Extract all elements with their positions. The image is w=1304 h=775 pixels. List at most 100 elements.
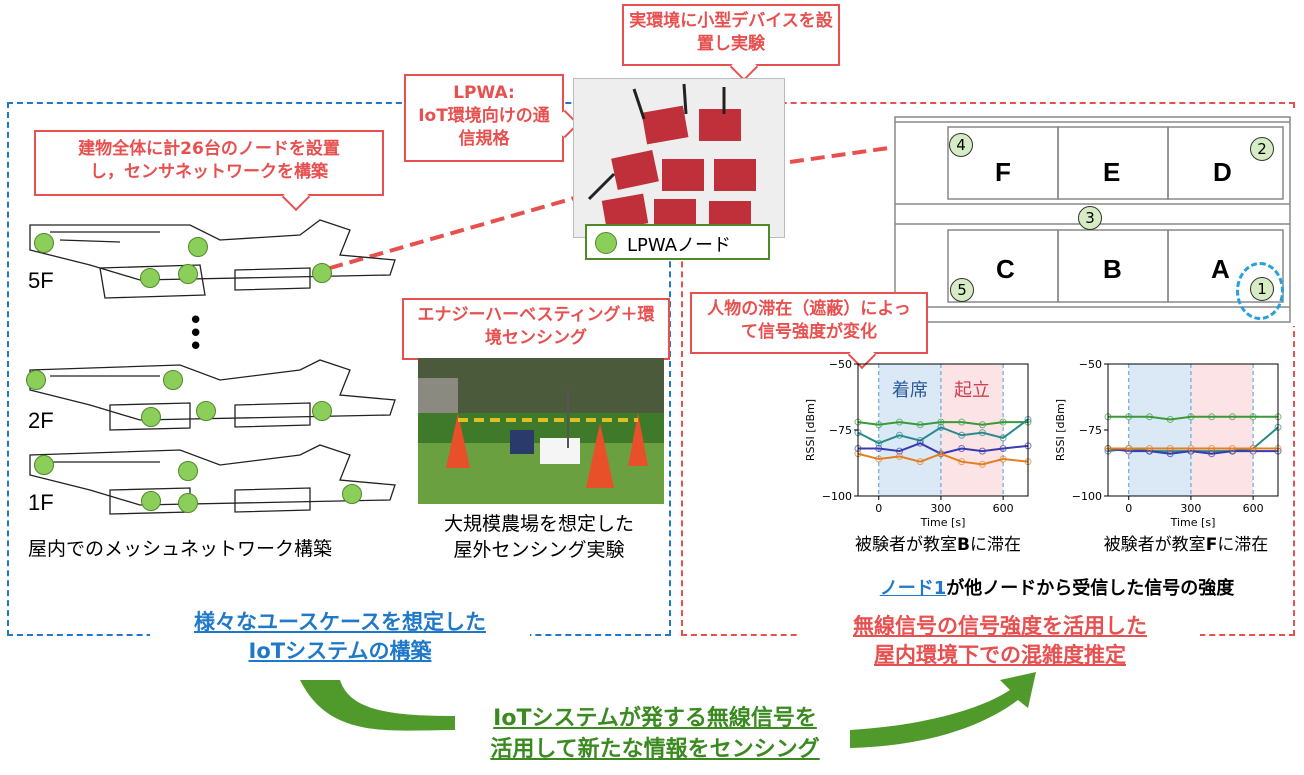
node-dot bbox=[178, 264, 198, 284]
region-band bbox=[940, 364, 1004, 496]
room-a: A bbox=[1211, 254, 1230, 284]
y-tick-label: −75 bbox=[1079, 424, 1102, 437]
floor-label-2f: 2F bbox=[28, 408, 54, 433]
energy-callout: エナジーハーベスティング＋環境センシング bbox=[402, 298, 670, 376]
series-line bbox=[1108, 415, 1278, 421]
data-point bbox=[999, 418, 1007, 426]
data-point bbox=[1145, 444, 1153, 452]
chart-caption-f: 被験者が教室Fに滞在 bbox=[1070, 534, 1302, 557]
x-tick-label: 0 bbox=[875, 502, 882, 515]
node-dot bbox=[342, 484, 362, 504]
data-point bbox=[916, 439, 924, 447]
data-point bbox=[937, 418, 945, 426]
data-point bbox=[1187, 444, 1195, 452]
person-callout: 人物の滞在（遮蔽）によって信号強度が変化 bbox=[690, 292, 928, 370]
device-callout: 実環境に小型デバイスを設置し実験 bbox=[622, 4, 840, 82]
data-point bbox=[895, 431, 903, 439]
data-point bbox=[1145, 413, 1153, 421]
data-point bbox=[978, 460, 986, 468]
data-point bbox=[937, 423, 945, 431]
region-band bbox=[1190, 364, 1254, 496]
chart-caption-f-room: F bbox=[1205, 535, 1218, 555]
node-dot bbox=[178, 493, 198, 513]
series-line bbox=[857, 452, 1029, 466]
room-c: C bbox=[996, 254, 1015, 284]
floor-label-1f: 1F bbox=[28, 490, 54, 515]
data-point bbox=[875, 421, 883, 429]
lpwa-legend: LPWAノード bbox=[585, 224, 770, 260]
node-dot bbox=[312, 263, 332, 283]
data-point bbox=[937, 450, 945, 458]
node-dot bbox=[140, 268, 160, 288]
data-point bbox=[895, 452, 903, 460]
data-point bbox=[978, 429, 986, 437]
usecase-title-line-1: 様々なユースケースを想定した bbox=[194, 610, 486, 634]
node-dot bbox=[196, 401, 216, 421]
data-point bbox=[1166, 450, 1174, 458]
data-point bbox=[958, 431, 966, 439]
data-point bbox=[978, 421, 986, 429]
bottom-title-line-1: IoTシステムが発する無線信号を bbox=[493, 706, 817, 731]
data-point bbox=[958, 444, 966, 452]
node-dot bbox=[188, 237, 208, 257]
data-point bbox=[875, 455, 883, 463]
data-point bbox=[999, 444, 1007, 452]
data-point bbox=[999, 434, 1007, 442]
lpwa-callout: LPWA: IoT環境向けの通信規格 bbox=[404, 74, 580, 162]
chart-caption-b-suffix: に滞在 bbox=[969, 535, 1021, 555]
series-line bbox=[857, 418, 1029, 445]
data-point bbox=[1187, 413, 1195, 421]
room-b: B bbox=[1103, 254, 1122, 284]
y-axis-label: RSSI [dBm] bbox=[1054, 399, 1067, 461]
series-line bbox=[857, 421, 1028, 426]
farm-caption: 大規模農場を想定した 屋外センシング実験 bbox=[408, 512, 670, 563]
left-arrow bbox=[300, 680, 455, 731]
signal-rest-label: が他ノードから受信した信号の強度 bbox=[946, 578, 1235, 599]
region-label: 着席 bbox=[892, 380, 928, 401]
floor-label-5f: 5F bbox=[28, 268, 54, 293]
signal-strength-caption: ノード1が他ノードから受信した信号の強度 bbox=[832, 574, 1282, 600]
data-point bbox=[916, 421, 924, 429]
floor-maps bbox=[29, 219, 396, 515]
y-tick-label: −100 bbox=[822, 490, 852, 503]
x-tick-label: 0 bbox=[1125, 502, 1132, 515]
y-tick-label: −75 bbox=[829, 424, 852, 437]
lpwa-callout-body: IoT環境向けの通信規格 bbox=[418, 105, 550, 149]
bottom-title-line-2: 活用して新たな情報をセンシング bbox=[490, 736, 820, 762]
x-tick-label: 600 bbox=[993, 502, 1014, 515]
data-point bbox=[1228, 444, 1236, 452]
data-point bbox=[1228, 413, 1236, 421]
x-axis-label: Time [s] bbox=[1170, 516, 1216, 529]
y-tick-label: −50 bbox=[1079, 358, 1102, 371]
node-1-highlight bbox=[1236, 262, 1284, 320]
data-point bbox=[1166, 415, 1174, 423]
x-axis-label: Time [s] bbox=[920, 516, 966, 529]
nodes-callout: 建物全体に計26台のノードを設置し，センサネットワークを構築 bbox=[34, 130, 384, 212]
region-band bbox=[1128, 364, 1191, 496]
farm-caption-line-1: 大規模農場を想定した bbox=[443, 513, 634, 535]
ellipsis-vertical: ••• bbox=[188, 306, 204, 362]
node-dot bbox=[26, 370, 46, 390]
data-point bbox=[1125, 413, 1133, 421]
lpwa-callout-title: LPWA: bbox=[453, 83, 515, 103]
y-axis-label: RSSI [dBm] bbox=[804, 399, 817, 461]
congestion-title: 無線信号の信号強度を活用した 屋内環境下での混雑度推定 bbox=[800, 612, 1200, 671]
usecase-title: 様々なユースケースを想定した IoTシステムの構築 bbox=[150, 608, 530, 667]
node-dot bbox=[178, 461, 198, 481]
room-f: F bbox=[995, 157, 1011, 187]
device-callout-text: 実環境に小型デバイスを設置し実験 bbox=[629, 11, 833, 54]
lpwa-legend-label: LPWAノード bbox=[627, 235, 732, 256]
signal-node-label: ノード1 bbox=[879, 578, 947, 599]
node-number-5: 5 bbox=[950, 278, 974, 302]
node-dot bbox=[163, 370, 183, 390]
x-tick-label: 300 bbox=[930, 502, 951, 515]
farm-photo bbox=[418, 358, 664, 504]
chart-caption-f-suffix: に滞在 bbox=[1217, 535, 1269, 555]
node-number-2: 2 bbox=[1250, 137, 1274, 161]
chart-caption-b-prefix: 被験者が教室 bbox=[855, 535, 958, 555]
node-number-3: 3 bbox=[1078, 206, 1102, 230]
x-tick-label: 300 bbox=[1180, 502, 1201, 515]
chart-caption-b-room: B bbox=[957, 535, 970, 555]
data-point bbox=[1166, 444, 1174, 452]
